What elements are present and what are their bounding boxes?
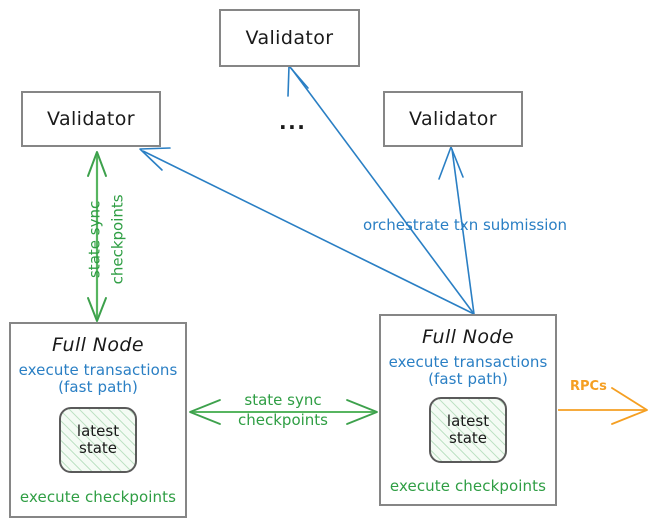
- edge-label-left-checkpoints: checkpoints: [108, 194, 127, 285]
- edge-label-left-state-sync: state sync: [85, 200, 104, 279]
- validator-top-box[interactable]: Validator: [219, 9, 360, 67]
- edge-label-middle-checkpoints: checkpoints: [238, 411, 328, 429]
- fullnode-left-box[interactable]: Full Node execute transactions (fast pat…: [9, 322, 187, 518]
- fullnode-left-latest-state[interactable]: latest state: [59, 406, 137, 473]
- fullnode-right-latest-state[interactable]: latest state: [429, 396, 507, 463]
- validator-top-label: Validator: [245, 27, 334, 49]
- fullnode-left-title: Full Node: [52, 334, 144, 356]
- fullnode-right-title: Full Node: [422, 326, 514, 348]
- fullnode-right-execute-line2: (fast path): [428, 370, 508, 389]
- edge-label-rpcs: RPCs: [570, 379, 607, 394]
- validator-left-box[interactable]: Validator: [21, 91, 161, 147]
- fullnode-right-execute-line1: execute transactions: [388, 353, 548, 371]
- fullnode-left-execute-line2: (fast path): [58, 378, 138, 397]
- edge-label-middle-state-sync: state sync: [244, 391, 322, 409]
- edge-label-orchestrate-txn-submission: orchestrate txn submission: [363, 216, 568, 234]
- fullnode-left-execute-transactions: execute transactions (fast path): [18, 361, 178, 397]
- fullnode-left-latest-state-line2: state: [79, 438, 117, 457]
- validators-ellipsis: ...: [279, 110, 307, 134]
- fullnode-right-box[interactable]: Full Node execute transactions (fast pat…: [379, 314, 557, 506]
- validator-left-label: Validator: [47, 108, 135, 130]
- validator-right-label: Validator: [409, 108, 497, 130]
- fullnode-left-latest-state-line1: latest: [76, 421, 120, 440]
- validator-right-box[interactable]: Validator: [383, 91, 523, 147]
- fullnode-right-latest-state-line1: latest: [446, 411, 490, 430]
- fullnode-right-execute-transactions: execute transactions (fast path): [388, 353, 548, 389]
- fullnode-left-execute-checkpoints: execute checkpoints: [19, 487, 177, 506]
- fullnode-left-execute-line1: execute transactions: [18, 361, 178, 379]
- fullnode-right-execute-checkpoints: execute checkpoints: [389, 476, 547, 495]
- fullnode-right-latest-state-line2: state: [449, 428, 487, 447]
